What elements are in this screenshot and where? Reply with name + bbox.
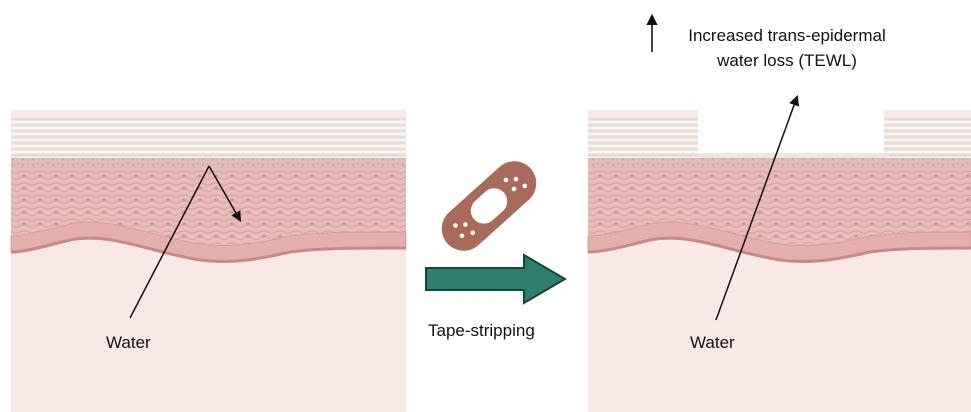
left-stratum-corneum	[11, 118, 406, 162]
right-water-label: Water	[690, 333, 735, 352]
right-arrow-icon	[426, 255, 565, 303]
right-stratum-corneum-right	[884, 118, 971, 162]
tape-stripping-step: Tape-stripping	[426, 152, 565, 340]
tape-stripping-label: Tape-stripping	[428, 321, 535, 340]
right-skin-panel: Water	[588, 97, 971, 412]
right-stratum-corneum-left	[588, 118, 698, 162]
left-water-label: Water	[106, 333, 151, 352]
bandage-icon	[433, 152, 546, 260]
right-stripped-gap	[698, 110, 884, 154]
tewl-annotation: Increased trans-epidermal water loss (TE…	[652, 16, 886, 70]
tewl-label-line2: water loss (TEWL)	[716, 51, 857, 70]
left-skin-panel: Water	[11, 110, 406, 412]
tewl-label-line1: Increased trans-epidermal	[688, 26, 885, 45]
